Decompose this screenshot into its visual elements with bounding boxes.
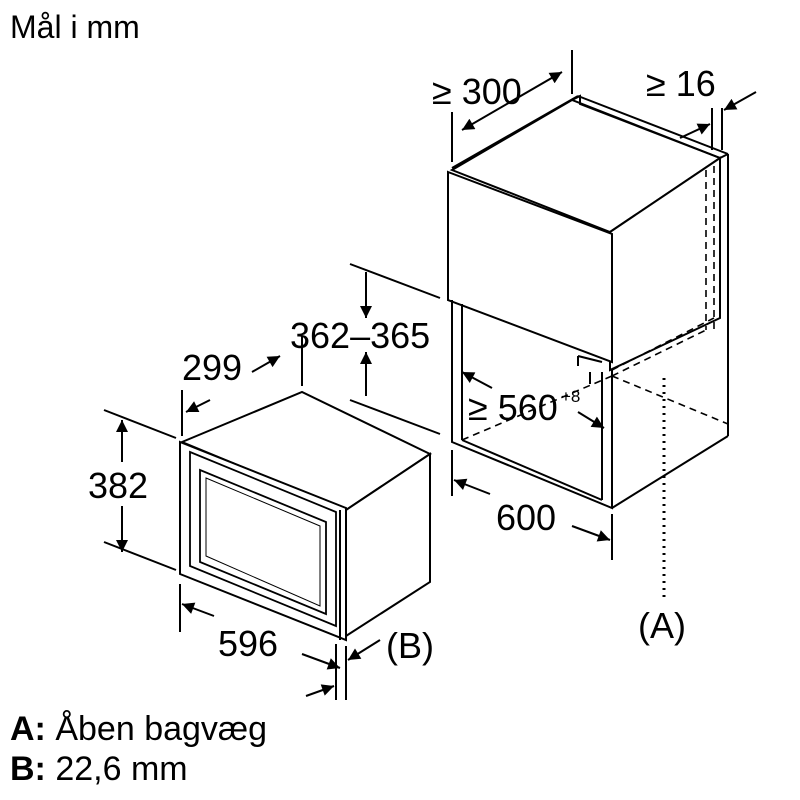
depth-dim-line	[461, 71, 563, 131]
marker-a: (A)	[638, 605, 686, 646]
b-arrow-left	[305, 684, 335, 697]
width-dim-arrow-right	[571, 525, 611, 542]
gap-dim-arrow-right	[723, 91, 757, 111]
cabinet-drawing	[447, 94, 729, 600]
b-arrow-right	[347, 639, 381, 661]
appliance-width-label: 596	[218, 623, 278, 664]
cabinet-back-edge	[577, 95, 729, 155]
app-width-arrow-left	[181, 602, 215, 617]
cabinet-depth-label: ≥ 300	[432, 71, 522, 112]
legend-item-a: A: Åben bagvæg	[10, 712, 267, 746]
shelf-height-label: 362–365	[290, 315, 430, 356]
niche-dim-arrow-left	[461, 371, 493, 389]
niche-bottom-right	[611, 435, 729, 509]
legend-text-b: 22,6 mm	[55, 750, 188, 788]
marker-b: (B)	[386, 625, 434, 666]
app-depth-arrow-right	[251, 355, 281, 373]
app-depth-arrow-left	[185, 399, 211, 413]
app-width-arrow-right	[301, 653, 341, 670]
hidden-edges	[461, 166, 729, 441]
niche-width-tolerance: +8	[561, 387, 580, 406]
legend-text-a: Åben bagvæg	[55, 710, 268, 748]
legend-item-b: B: 22,6 mm	[10, 752, 188, 786]
width-dim-arrow-left	[453, 478, 491, 495]
appliance-front	[179, 440, 347, 642]
niche-width-label: ≥ 560	[468, 387, 558, 428]
back-gap-label: ≥ 16	[646, 63, 716, 104]
diagram-title: Mål i mm	[10, 9, 140, 45]
niche-dim-arrow-right	[577, 411, 605, 429]
niche-opening	[451, 300, 613, 510]
cabinet-dimensions	[349, 50, 757, 560]
legend-key-a: A:	[10, 710, 46, 748]
cabinet-front	[447, 170, 613, 364]
legend-key-b: B:	[10, 750, 46, 788]
appliance-drawing	[179, 390, 433, 642]
cabinet-back-step	[571, 94, 721, 159]
cabinet-width-label: 600	[496, 497, 556, 538]
gap-dim-arrow-left	[679, 123, 711, 139]
appliance-height-label: 382	[88, 465, 148, 506]
appliance-depth-label: 299	[182, 347, 242, 388]
appliance-dimensions	[103, 336, 381, 700]
appliance-window	[199, 468, 327, 616]
